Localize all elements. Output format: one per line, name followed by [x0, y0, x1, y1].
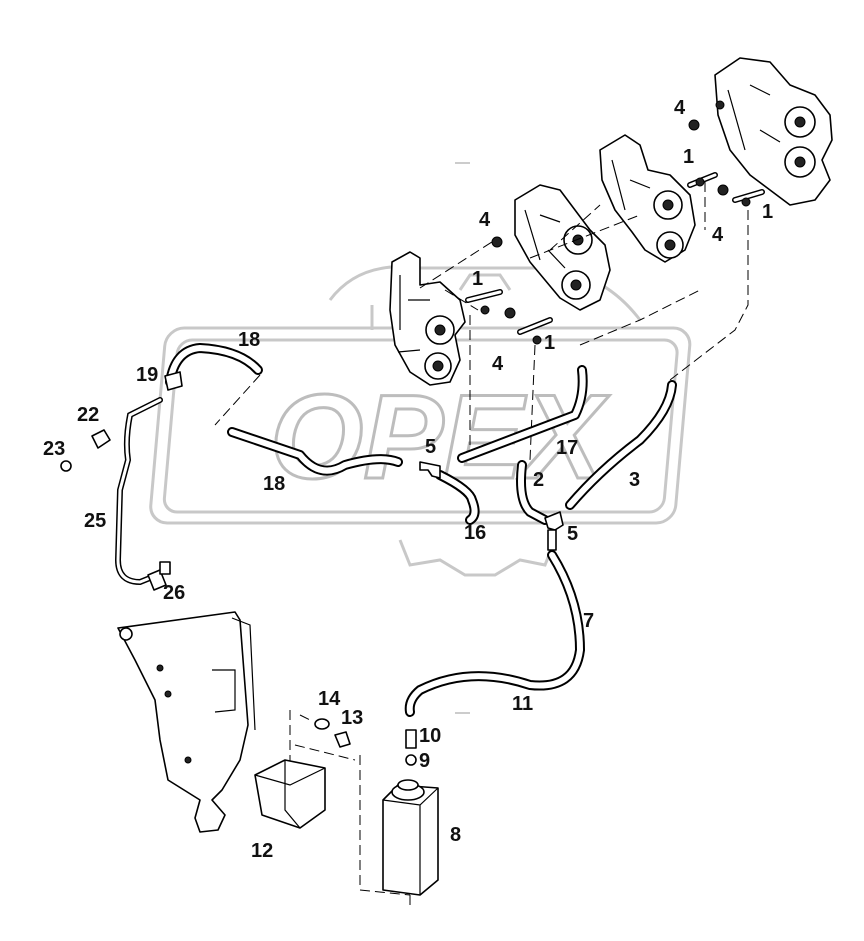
callout-2: 2 [533, 469, 544, 491]
nozzle-assembly-2 [514, 184, 611, 311]
callout-17: 17 [556, 437, 578, 459]
callout-14: 14 [318, 688, 341, 710]
callout-labels: 4 1 1 4 4 1 1 4 18 18 19 22 23 25 26 5 1… [43, 97, 773, 862]
nozzle-assembly-1 [389, 251, 466, 386]
callout-13: 13 [341, 707, 363, 729]
callout-25: 25 [84, 510, 106, 532]
opex-watermark: OPEX [149, 265, 692, 577]
alignment-lines [214, 182, 749, 910]
callout-22: 22 [77, 404, 99, 426]
callout-26: 26 [163, 582, 185, 604]
bolts-and-nuts [465, 119, 765, 345]
bolt-13-washer-14 [314, 718, 351, 748]
mounting-bracket [117, 611, 256, 833]
callout-1: 1 [683, 146, 694, 168]
callout-3: 3 [629, 469, 640, 491]
callout-18: 18 [263, 473, 285, 495]
callout-1: 1 [472, 268, 483, 290]
callout-4: 4 [674, 97, 686, 119]
hose-lines [114, 343, 677, 717]
callout-9: 9 [419, 750, 430, 772]
callout-10: 10 [419, 725, 441, 747]
callout-7: 7 [583, 610, 594, 632]
tee-connectors [419, 461, 564, 551]
callout-23: 23 [43, 438, 65, 460]
tick-marks [455, 162, 470, 714]
callout-1: 1 [762, 201, 773, 223]
callout-18: 18 [238, 329, 260, 351]
callout-1: 1 [544, 332, 555, 354]
reservoir-holder [254, 759, 326, 829]
callout-5: 5 [567, 523, 578, 545]
callout-4: 4 [479, 209, 491, 231]
washer-reservoir [382, 729, 439, 896]
callout-4: 4 [492, 353, 504, 375]
nozzle-assembly-4 [714, 57, 833, 206]
watermark-text: OPEX [270, 370, 610, 504]
callout-8: 8 [450, 824, 461, 846]
nozzle-assembly-3 [599, 134, 696, 263]
callout-11: 11 [512, 693, 533, 715]
callout-12: 12 [251, 840, 273, 862]
callout-4: 4 [712, 224, 724, 246]
callout-19: 19 [136, 364, 158, 386]
callout-5: 5 [425, 436, 436, 458]
tube-fittings [60, 371, 183, 591]
callout-16: 16 [464, 522, 486, 544]
